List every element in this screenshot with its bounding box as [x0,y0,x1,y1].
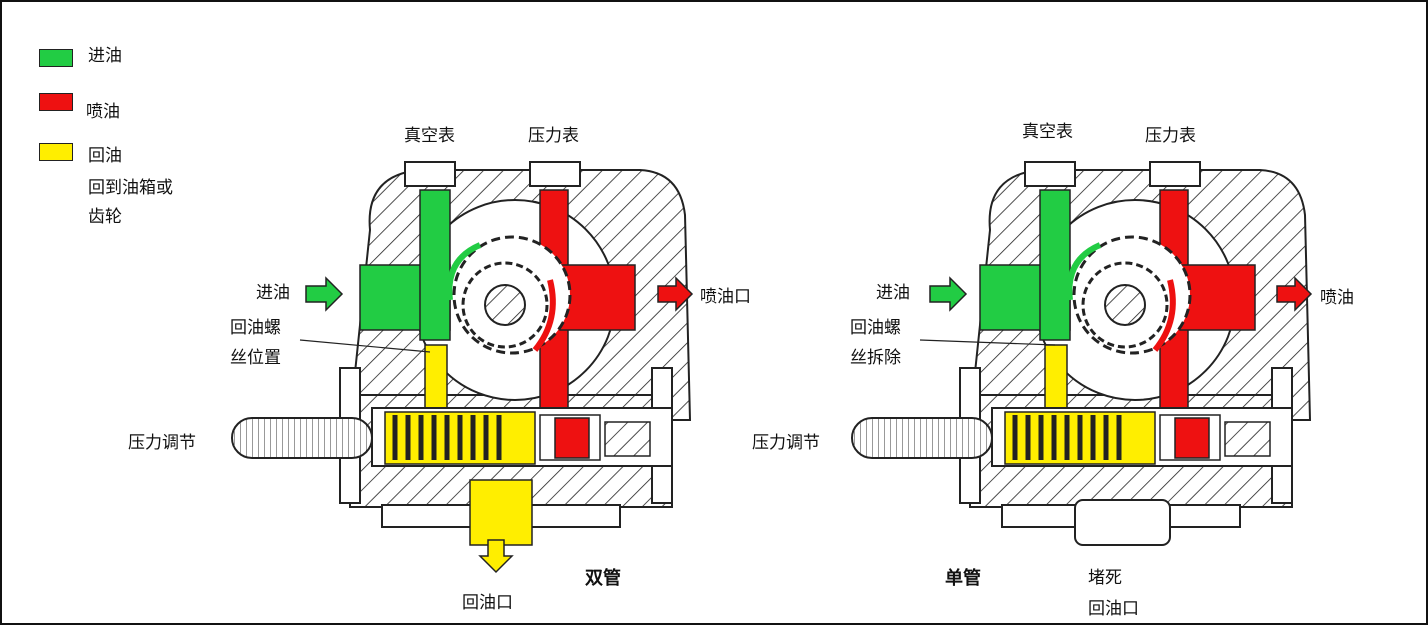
right-adjust-label: 压力调节 [752,433,820,453]
left-adjust-label: 压力调节 [128,433,196,453]
left-screw-leader [299,339,431,353]
legend-spray-label: 喷油 [86,102,120,122]
right-screw-label-1: 回油螺 [850,318,901,338]
legend-intake-label: 进油 [88,46,122,66]
left-mode-label: 双管 [585,568,621,589]
right-plug [1074,499,1171,546]
left-outlet-arrow [657,276,694,312]
left-return-port-label: 回油口 [462,593,513,613]
left-screw-label-1: 回油螺 [230,318,281,338]
right-screw-leader [919,339,1056,346]
left-inlet-arrow [305,276,344,312]
right-screw-label-2: 丝拆除 [850,348,901,368]
right-pressure-gauge-label: 压力表 [1145,126,1196,146]
right-mode-label: 单管 [945,568,981,589]
right-plug-label-1: 堵死 [1088,568,1122,588]
right-inlet-arrow [929,276,968,312]
left-outlet-label: 喷油口 [700,287,751,307]
right-vacuum-gauge-label: 真空表 [1022,122,1073,142]
spray-swatch [39,93,73,111]
legend-return-note-1: 回到油箱或 [88,178,173,198]
right-plug-label-2: 回油口 [1088,599,1139,619]
left-pump [232,162,690,527]
legend-return-note-2: 齿轮 [88,207,122,227]
legend-return-label: 回油 [88,146,122,166]
return-swatch [39,143,73,161]
left-return-arrow [478,539,514,574]
right-inlet-label: 进油 [876,283,910,303]
left-inlet-label: 进油 [256,283,290,303]
intake-swatch [39,49,73,67]
right-outlet-label: 喷油 [1320,288,1354,308]
left-pressure-gauge-label: 压力表 [528,126,579,146]
right-pump [852,162,1310,527]
right-outlet-arrow [1276,276,1313,312]
left-vacuum-gauge-label: 真空表 [404,126,455,146]
left-return-pipe [469,479,533,546]
left-screw-label-2: 丝位置 [230,348,281,368]
